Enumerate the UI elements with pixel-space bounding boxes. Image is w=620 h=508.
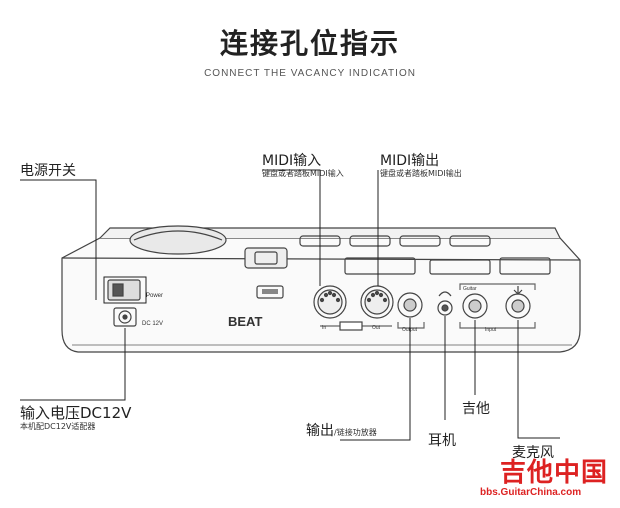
callout-output-label: 输出 — [306, 423, 334, 439]
panel-brand-label: BEAT — [228, 314, 262, 329]
page-subtitle: CONNECT THE VACANCY INDICATION — [204, 68, 416, 79]
panel-in-label: In — [322, 325, 326, 331]
panel-guitar-label: Guitar — [463, 286, 477, 292]
callout-mic: 麦克风 — [512, 445, 554, 461]
callout-midi-out: MIDI输出 — [380, 153, 440, 169]
callout-midi-in: MIDI输入 — [262, 153, 322, 169]
page-title: 连接孔位指示 — [219, 27, 400, 60]
callout-midi-in-sub: 键盘或者踏板MIDI输入 — [262, 169, 344, 178]
callout-output: 输出/链接功放器 — [306, 420, 377, 440]
callout-power-switch: 电源开关 — [20, 163, 76, 179]
panel-power-label: Power — [146, 293, 163, 299]
callout-guitar: 吉他 — [462, 401, 490, 417]
panel-dc-label: DC 12V — [142, 321, 163, 327]
callout-dc-input: 输入电压DC12V — [20, 404, 132, 422]
callout-headphone: 耳机 — [428, 433, 456, 449]
watermark-logo-text: 吉他中国 — [500, 458, 609, 488]
panel-out-label: Out — [372, 325, 381, 331]
callout-dc-input-sub: 本机配DC12V适配器 — [20, 422, 96, 431]
callout-midi-out-sub: 键盘或者踏板MIDI输出 — [380, 169, 462, 178]
callout-output-sub: /链接功放器 — [334, 428, 377, 437]
watermark-url: bbs.GuitarChina.com — [480, 487, 582, 498]
panel-input-label: Input — [485, 327, 497, 333]
